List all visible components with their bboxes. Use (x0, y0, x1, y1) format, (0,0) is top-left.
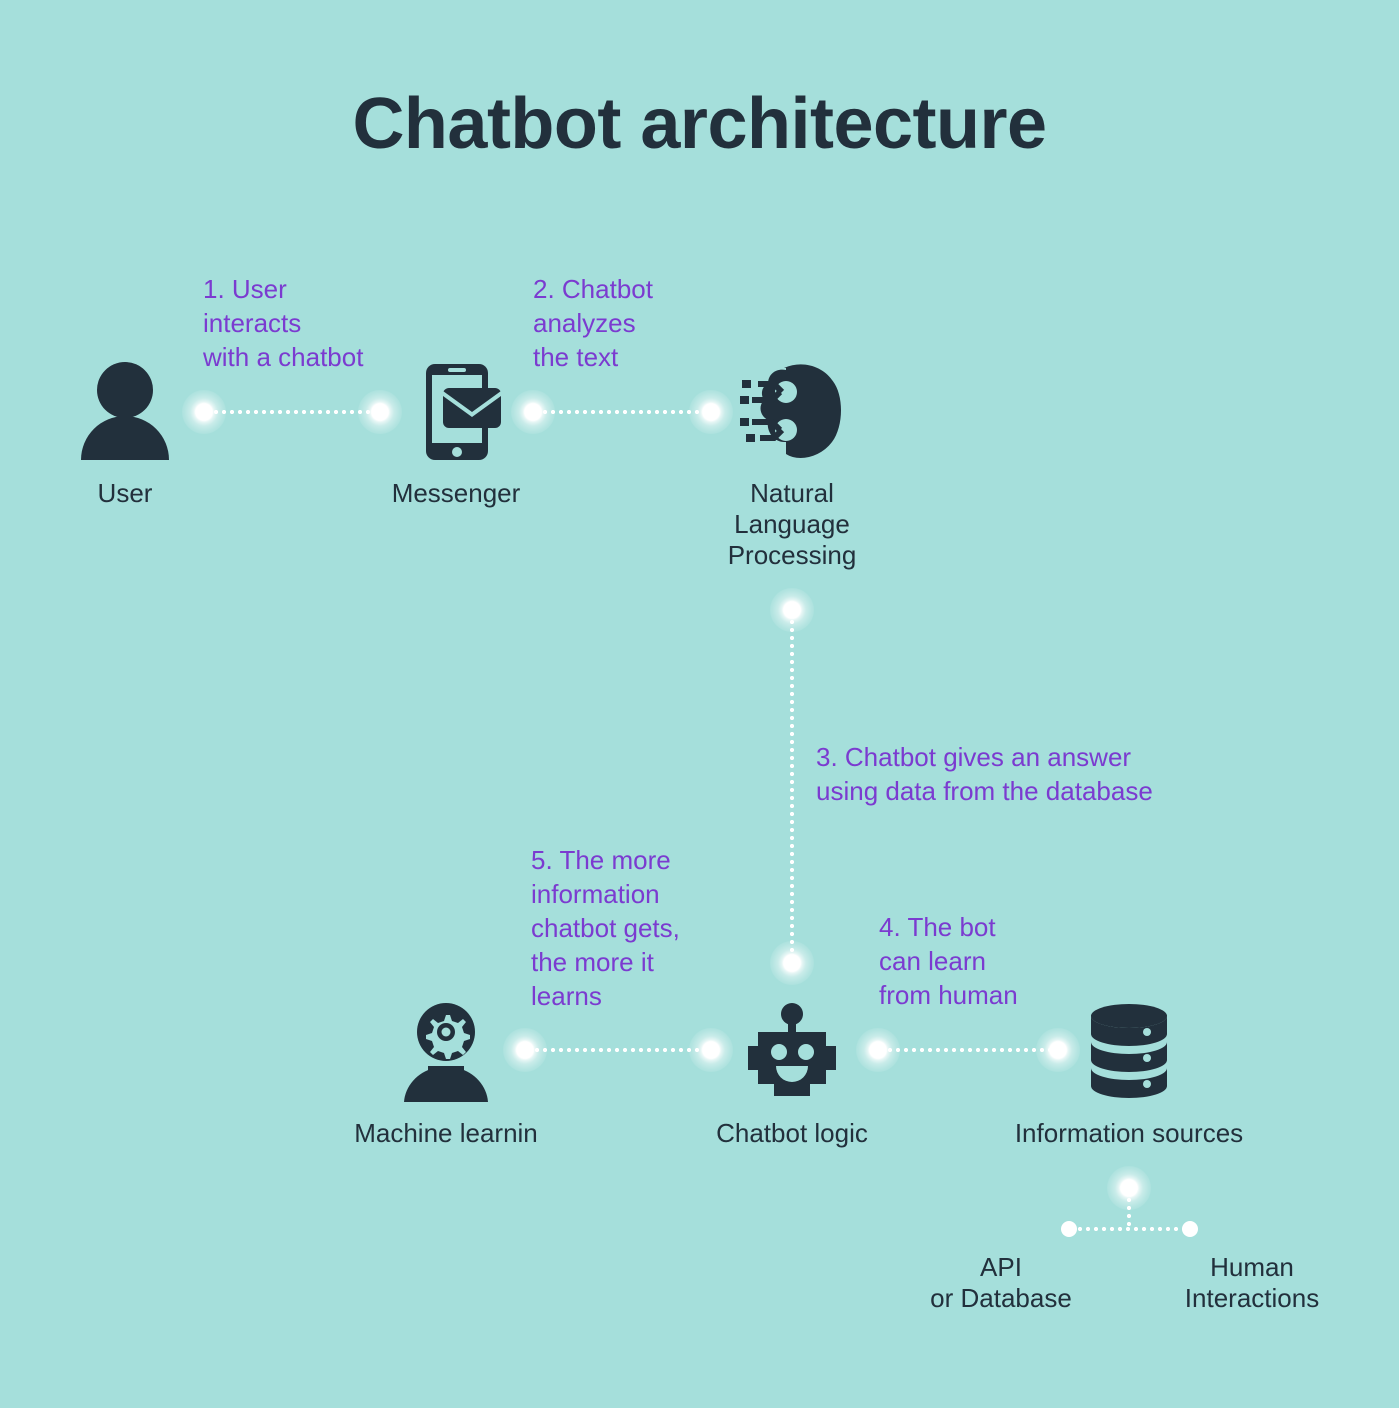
step-label-1: 1. User interacts with a chatbot (203, 274, 364, 372)
node-label-chatbot-logic: Chatbot logic (716, 1118, 868, 1148)
connector-branch-bar (1068, 1227, 1191, 1231)
connector-nlp-chatbot-logic (790, 610, 794, 963)
connector-node-nlp-down[interactable] (770, 588, 814, 632)
node-messenger[interactable]: Messenger (356, 360, 556, 509)
page-title: Chatbot architecture (352, 84, 1047, 164)
node-label-information-sources: Information sources (1014, 1118, 1244, 1148)
step-label-5: 5. The more information chatbot gets, th… (531, 845, 680, 1011)
node-machine-learning[interactable]: Machine learnin (296, 1000, 596, 1149)
connector-node-nlp-in[interactable] (689, 390, 733, 434)
step-label-3: 3. Chatbot gives an answer using data fr… (816, 742, 1153, 806)
node-information-sources[interactable]: Information sources (979, 1000, 1279, 1149)
step-label-4: 4. The bot can learn from human (879, 912, 1018, 1010)
connector-node-user-out[interactable] (182, 390, 226, 434)
node-nlp[interactable]: Natural Language Processing (692, 360, 892, 571)
connector-ml-chatbot-logic (525, 1048, 711, 1052)
node-label-api-or-database: API or Database (930, 1252, 1072, 1313)
connector-node-branch-top[interactable] (1107, 1166, 1151, 1210)
ai-brain-icon (692, 360, 892, 464)
step-label-2: 2. Chatbot analyzes the text (533, 274, 653, 372)
connector-node-messenger-in[interactable] (358, 390, 402, 434)
connector-node-messenger-out[interactable] (511, 390, 555, 434)
connector-node-human-interactions[interactable] (1182, 1221, 1198, 1237)
node-label-human-interactions: Human Interactions (1184, 1252, 1320, 1313)
node-label-messenger: Messenger (391, 478, 521, 508)
robot-icon (642, 1000, 942, 1104)
connector-node-chatbot-logic-right[interactable] (856, 1028, 900, 1072)
node-label-machine-learning: Machine learnin (354, 1118, 538, 1148)
connector-chatbot-logic-information-sources (878, 1048, 1058, 1052)
messenger-phone-icon (356, 360, 556, 464)
connector-node-ml-out[interactable] (503, 1028, 547, 1072)
node-human-interactions[interactable]: Human Interactions (1152, 1252, 1352, 1314)
connector-node-chatbot-logic-left[interactable] (689, 1028, 733, 1072)
database-stack-icon (979, 1000, 1279, 1104)
connector-node-information-sources-in[interactable] (1036, 1028, 1080, 1072)
connector-user-messenger (204, 410, 380, 414)
connector-node-api-database[interactable] (1061, 1221, 1077, 1237)
gear-person-icon (296, 1000, 596, 1104)
node-label-nlp: Natural Language Processing (727, 478, 857, 570)
connector-node-chatbot-logic-up[interactable] (770, 941, 814, 985)
node-user[interactable]: User (25, 360, 225, 509)
node-api-or-database[interactable]: API or Database (901, 1252, 1101, 1314)
node-label-user: User (97, 478, 153, 508)
user-icon (25, 360, 225, 464)
node-chatbot-logic[interactable]: Chatbot logic (642, 1000, 942, 1149)
connector-messenger-nlp (533, 410, 711, 414)
